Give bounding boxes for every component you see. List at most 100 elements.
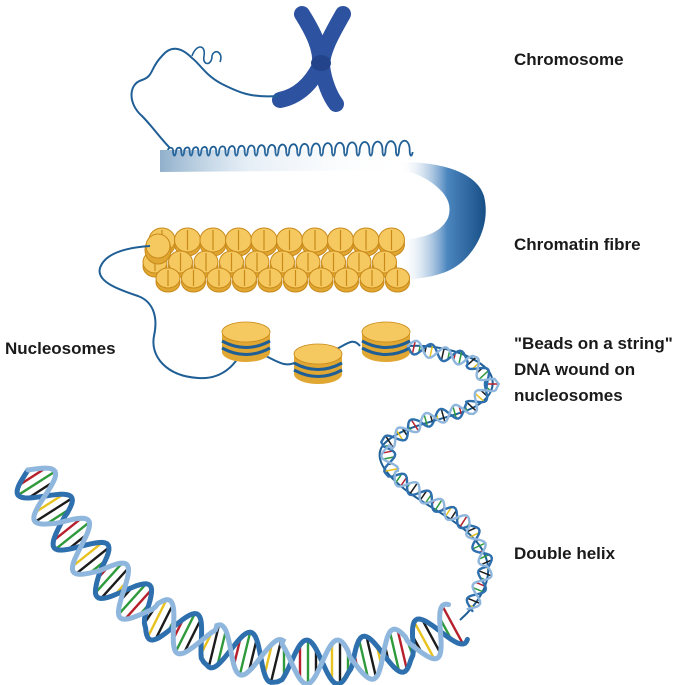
beads-on-string-label-line1: "Beads on a string" [514, 334, 673, 353]
base-pair [452, 406, 458, 419]
nucleosomes-label: Nucleosomes [5, 339, 116, 358]
base-pair [440, 408, 446, 423]
base-pair [247, 639, 258, 672]
fibre-nucleosome [250, 227, 278, 257]
base-pair [467, 597, 481, 605]
base-pair [466, 526, 478, 533]
base-pair [182, 618, 202, 654]
base-pair [468, 532, 480, 539]
chromosome-label: Chromosome [514, 50, 624, 69]
fibre-nucleosome [232, 267, 257, 293]
base-pair [413, 621, 436, 660]
fibre-nucleosome [283, 267, 308, 293]
base-pair [421, 619, 442, 654]
base-pair [478, 569, 492, 577]
base-pair [384, 435, 394, 449]
fibre-nucleosome-lead [144, 233, 172, 265]
beads-on-string-label-line3: nucleosomes [514, 386, 623, 405]
beads-on-string-label-line2: DNA wound on [514, 360, 636, 379]
nucleosome-bead [361, 321, 411, 362]
base-pair [269, 639, 283, 683]
helix-strand-b [380, 339, 501, 611]
base-pair [52, 517, 83, 542]
chromosome-dna-tail [130, 47, 279, 149]
double-helix-upper-icon [379, 339, 501, 613]
linker-dna-right [378, 344, 494, 621]
base-pair [17, 470, 56, 497]
double-helix-icon [14, 465, 470, 685]
helix-strand-b [25, 465, 452, 685]
base-pair [478, 369, 490, 381]
base-pair [388, 631, 401, 672]
fibre-nucleosome [276, 227, 303, 257]
chromatin-fibre-icon [142, 227, 410, 293]
fibre-nucleosome [385, 267, 410, 293]
fibre-nucleosome [199, 227, 227, 257]
fibre-nucleosome [181, 267, 206, 293]
base-pair [458, 515, 468, 528]
base-pair [395, 429, 404, 441]
base-pair [384, 467, 399, 473]
base-pair [429, 344, 434, 358]
base-pair [396, 629, 409, 670]
fibre-nucleosome [155, 267, 181, 293]
base-pair [216, 630, 228, 666]
base-pair [263, 643, 274, 675]
base-pair [238, 631, 252, 676]
base-pair [408, 482, 419, 495]
base-pair [458, 351, 463, 365]
fibre-nucleosome [378, 227, 405, 257]
fibre-nucleosome [334, 267, 359, 293]
base-pair [480, 559, 492, 566]
nucleosome-bead [221, 321, 271, 362]
base-pair [18, 467, 47, 487]
double-helix-label: Double helix [514, 544, 616, 563]
base-pair [54, 521, 91, 551]
base-pair [474, 392, 485, 403]
base-pair [174, 613, 196, 653]
base-pair [124, 588, 153, 621]
base-pair [433, 499, 443, 512]
helix-strand-a [379, 342, 494, 613]
base-pair [71, 541, 104, 568]
base-pair [444, 506, 453, 518]
base-pair [394, 473, 403, 484]
base-pair [449, 510, 458, 521]
fibre-nucleosome [301, 227, 329, 257]
chromosome-icon [272, 6, 351, 112]
fibre-nucleosome [257, 267, 283, 293]
base-pair [146, 599, 168, 638]
base-pair [472, 586, 485, 593]
base-pair [423, 414, 429, 427]
base-pair [357, 639, 370, 679]
linker-dna-left [98, 245, 245, 380]
base-pair [478, 553, 490, 560]
base-pair [465, 401, 477, 412]
fibre-nucleosome [359, 267, 385, 293]
base-pair [382, 456, 395, 460]
chromatin-funnel [400, 162, 486, 280]
base-pair [34, 497, 73, 523]
base-pair [154, 604, 174, 640]
base-pair [117, 583, 148, 616]
base-pair [472, 542, 486, 550]
fibre-nucleosome [308, 267, 334, 293]
base-pair [411, 340, 417, 354]
fibre-nucleosome [174, 227, 201, 257]
base-pair [410, 419, 420, 432]
base-pair [440, 347, 446, 361]
base-pair [100, 567, 130, 600]
base-pair [94, 562, 124, 594]
nucleosome-bead [293, 343, 343, 384]
base-pair [419, 490, 428, 501]
chromatin-fibre-label: Chromatin fibre [514, 235, 641, 254]
helix-strand-a [14, 467, 470, 685]
nucleosome-icon [221, 321, 411, 384]
fibre-nucleosome [206, 267, 232, 293]
base-pair [365, 636, 378, 678]
base-pair [75, 546, 110, 575]
base-pair [207, 624, 221, 668]
base-pair [34, 493, 65, 514]
base-pair [441, 605, 465, 645]
